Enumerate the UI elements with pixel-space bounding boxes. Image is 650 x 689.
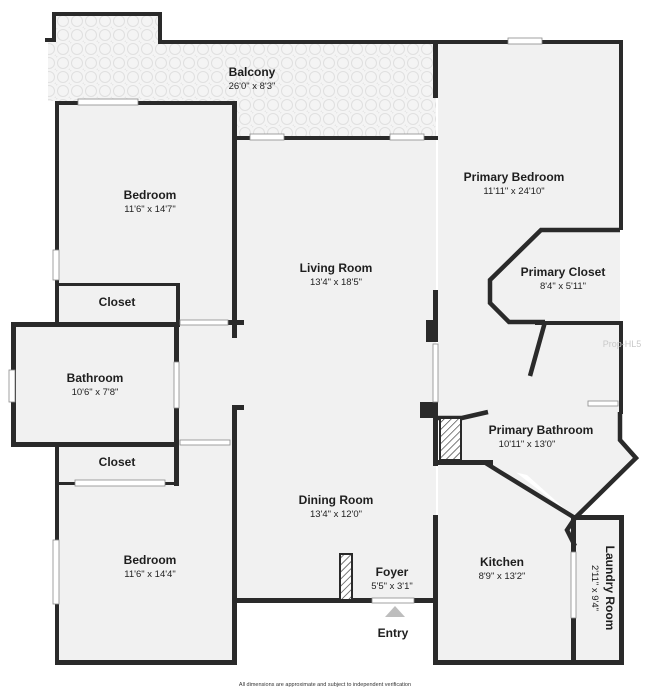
hatched-shaft-bath	[439, 417, 462, 461]
laundry-floor	[575, 518, 623, 662]
primary-bathroom-name: Primary Bathroom	[489, 423, 594, 437]
living-room-dims: 13'4" x 18'5"	[310, 277, 362, 288]
balcony-dims: 26'0" x 8'3"	[229, 81, 276, 92]
dining-room-name: Dining Room	[299, 493, 374, 507]
bathroom-floor	[14, 325, 176, 443]
closet-2-floor	[58, 445, 234, 485]
closet-1-name: Closet	[99, 295, 136, 309]
primary-closet-dims: 8'4" x 5'11"	[540, 281, 586, 292]
primary-closet-name: Primary Closet	[521, 265, 606, 279]
foyer-dims: 5'5" x 3'1"	[371, 581, 413, 592]
bedroom-1-dims: 11'6" x 14'7"	[124, 204, 175, 215]
balcony-floor	[48, 14, 436, 136]
balcony-name: Balcony	[229, 65, 276, 79]
entry-arrow-icon	[385, 606, 405, 617]
laundry-room-name: Laundry Room	[603, 546, 617, 631]
bedroom-2-dims: 11'6" x 14'4"	[124, 569, 175, 580]
watermark: Prop-HL5	[603, 339, 642, 349]
living-dining-floor	[236, 138, 436, 600]
foyer-name: Foyer	[376, 565, 409, 579]
windows	[8, 37, 619, 619]
laundry-room-dims: 2'11" x 9'4"	[589, 565, 600, 611]
kitchen-name: Kitchen	[480, 555, 524, 569]
bedroom-2-floor	[58, 485, 234, 663]
hallway-floor	[176, 323, 238, 445]
bedroom-1-floor	[58, 103, 234, 323]
kitchen-floor	[438, 460, 575, 662]
closet-2-name: Closet	[99, 455, 136, 469]
primary-bedroom-dims: 11'11" x 24'10"	[483, 186, 544, 197]
hatched-shaft-foyer	[339, 553, 353, 601]
footer-disclaimer: All dimensions are approximate and subje…	[239, 682, 411, 688]
bedroom-1-name: Bedroom	[124, 188, 177, 202]
entry-label: Entry	[378, 626, 409, 640]
primary-bathroom-dims: 10'11" x 13'0"	[499, 439, 556, 450]
living-room-name: Living Room	[300, 261, 373, 275]
primary-bedroom-name: Primary Bedroom	[464, 170, 565, 184]
room-labels: Balcony 26'0" x 8'3" Bedroom 11'6" x 14'…	[67, 65, 642, 688]
kitchen-dims: 8'9" x 13'2"	[479, 571, 526, 582]
bathroom-dims: 10'6" x 7'8"	[72, 387, 119, 398]
bathroom-name: Bathroom	[67, 371, 124, 385]
bedroom-2-name: Bedroom	[124, 553, 177, 567]
dining-room-dims: 13'4" x 12'0"	[310, 509, 362, 520]
